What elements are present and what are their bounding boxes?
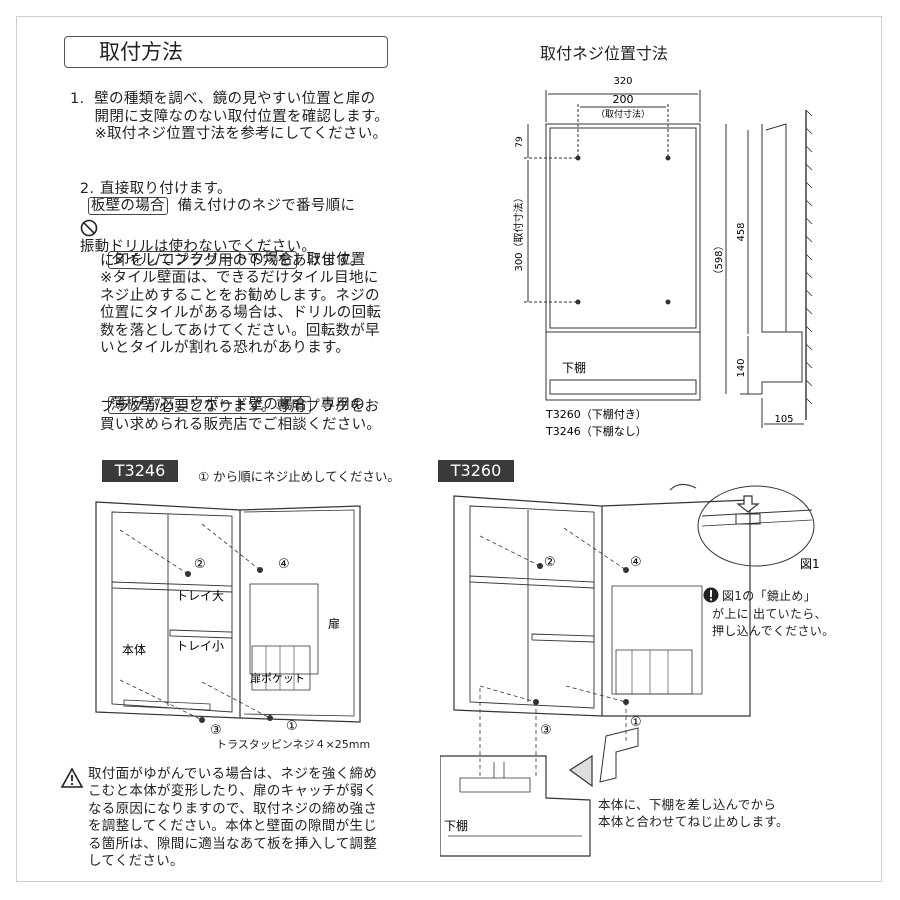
t3246-tray-large: トレイ大: [176, 589, 224, 603]
thin-wall-text: 専用の: [310, 396, 366, 413]
t3246-screw-2: ②: [194, 557, 206, 572]
dim-200: 200: [613, 93, 634, 106]
dim-200-note: （取付寸法）: [596, 108, 650, 120]
tile-wall-tag: タイル/コンクリートの場合: [107, 250, 297, 269]
thin-wall-text-2: プラグが必要となります。専用プラグをお 買い求められる販売店でご相談ください。: [100, 399, 382, 433]
t3246-screw-4: ④: [278, 557, 290, 572]
t3246-instruction: ① から順にネジ止めしてください。: [198, 469, 400, 484]
t3260-door: [601, 499, 751, 717]
tile-wall-text: 取付位置: [296, 251, 366, 268]
t3260-tag: T3260: [438, 460, 514, 482]
warning-text: 取付面がゆがんでいる場合は、ネジを強く締め こむと本体が変形したり、扉のキャッチ…: [88, 766, 378, 870]
dim-140: 140: [736, 358, 747, 377]
step-1-text: 1. 壁の種類を調べ、鏡の見やすい位置と扉の 開閉に支障なのない取付位置を確認し…: [70, 91, 390, 142]
step-2-number: 2.: [79, 180, 95, 197]
dim-598: （598）: [713, 240, 725, 279]
t3260-screw-4: ④: [630, 555, 642, 570]
prohibited-icon: [80, 219, 98, 236]
side-profile: [761, 124, 803, 394]
t3246-screw-3: ③: [210, 723, 222, 738]
front-outline: [545, 123, 701, 401]
page-frame: [16, 16, 882, 882]
dimension-drawing: 320 200 （取付寸法） 79 300（取付寸法） 458 （598） 14…: [512, 76, 813, 438]
diagram-title: 取付ネジ位置寸法: [540, 44, 669, 63]
t3246-door-pocket-label: 扉ポケット: [250, 672, 305, 685]
dim-458: 458: [736, 222, 747, 241]
t3246-tag: T3246: [102, 460, 178, 482]
dim-300: 300（取付寸法）: [512, 192, 525, 271]
t3246-tray-small: トレイ小: [176, 639, 224, 653]
fig1-label: 図1: [800, 557, 820, 571]
t3260-shelf-label: 下棚: [444, 818, 468, 833]
fig1-note: 図1の「鏡止め」 が上に 出ていたら、 押し込んでください。: [712, 589, 835, 638]
model-note-t3260: T3260（下棚付き）: [545, 407, 647, 421]
lower-shelf-label: 下棚: [562, 360, 586, 375]
t3260-screw-2: ②: [544, 555, 556, 570]
t3260-screw-1: ①: [630, 715, 642, 730]
t3246-door-label: 扉: [328, 617, 340, 631]
thin-wall-tag: 薄板壁/石コウボード壁の場合: [107, 395, 311, 414]
shelf-instruction: 本体に、下棚を差し込んでから 本体と合わせてねじ止めします。: [598, 797, 789, 830]
thin-wall-line: 薄板壁/石コウボード壁の場合 専用の: [98, 379, 365, 414]
caution-icon: [703, 587, 719, 603]
section-title: 取付方法: [64, 36, 388, 68]
t3246-body-label: 本体: [122, 643, 146, 657]
plank-wall-tag: 板壁の場合: [87, 197, 168, 215]
tile-wall-text-2: に印をしてプラグ用の下穴をあけます。 ※タイル壁面は、できるだけタイル目地に ネ…: [100, 253, 382, 357]
dim-320: 320: [613, 76, 632, 87]
tile-wall-line: タイル/コンクリートの場合 取付位置: [98, 234, 366, 269]
plank-wall-text: 備え付けのネジで番号順に: [167, 198, 356, 214]
dim-105: 105: [774, 414, 793, 425]
t3246-door: [239, 505, 361, 723]
t3246-screw-1: ①: [286, 719, 298, 734]
plank-wall-text-2: 直接取り付けます。: [100, 181, 232, 197]
step-2-line: 2. 板壁の場合 備え付けのネジで番号順に: [70, 163, 355, 216]
no-drill-line: 振動ドリルは使わないでください。: [70, 201, 316, 257]
t3260-drawing: ② ④ ③ ① 下棚 図1: [440, 484, 820, 857]
t3260-screw-3: ③: [540, 723, 552, 738]
no-drill-text: 振動ドリルは使わないでください。: [79, 239, 317, 255]
t3260-lower-shelf: [440, 755, 591, 857]
model-note-t3246: T3246（下棚なし）: [545, 424, 647, 438]
screw-spec: トラスタッピンネジ４×25mm: [216, 738, 371, 751]
t3246-drawing: ② ④ ③ ① トレイ大 トレイ小 本体 扉 扉ポケット: [95, 501, 361, 738]
warning-icon: [60, 767, 84, 788]
dim-79: 79: [515, 136, 525, 148]
